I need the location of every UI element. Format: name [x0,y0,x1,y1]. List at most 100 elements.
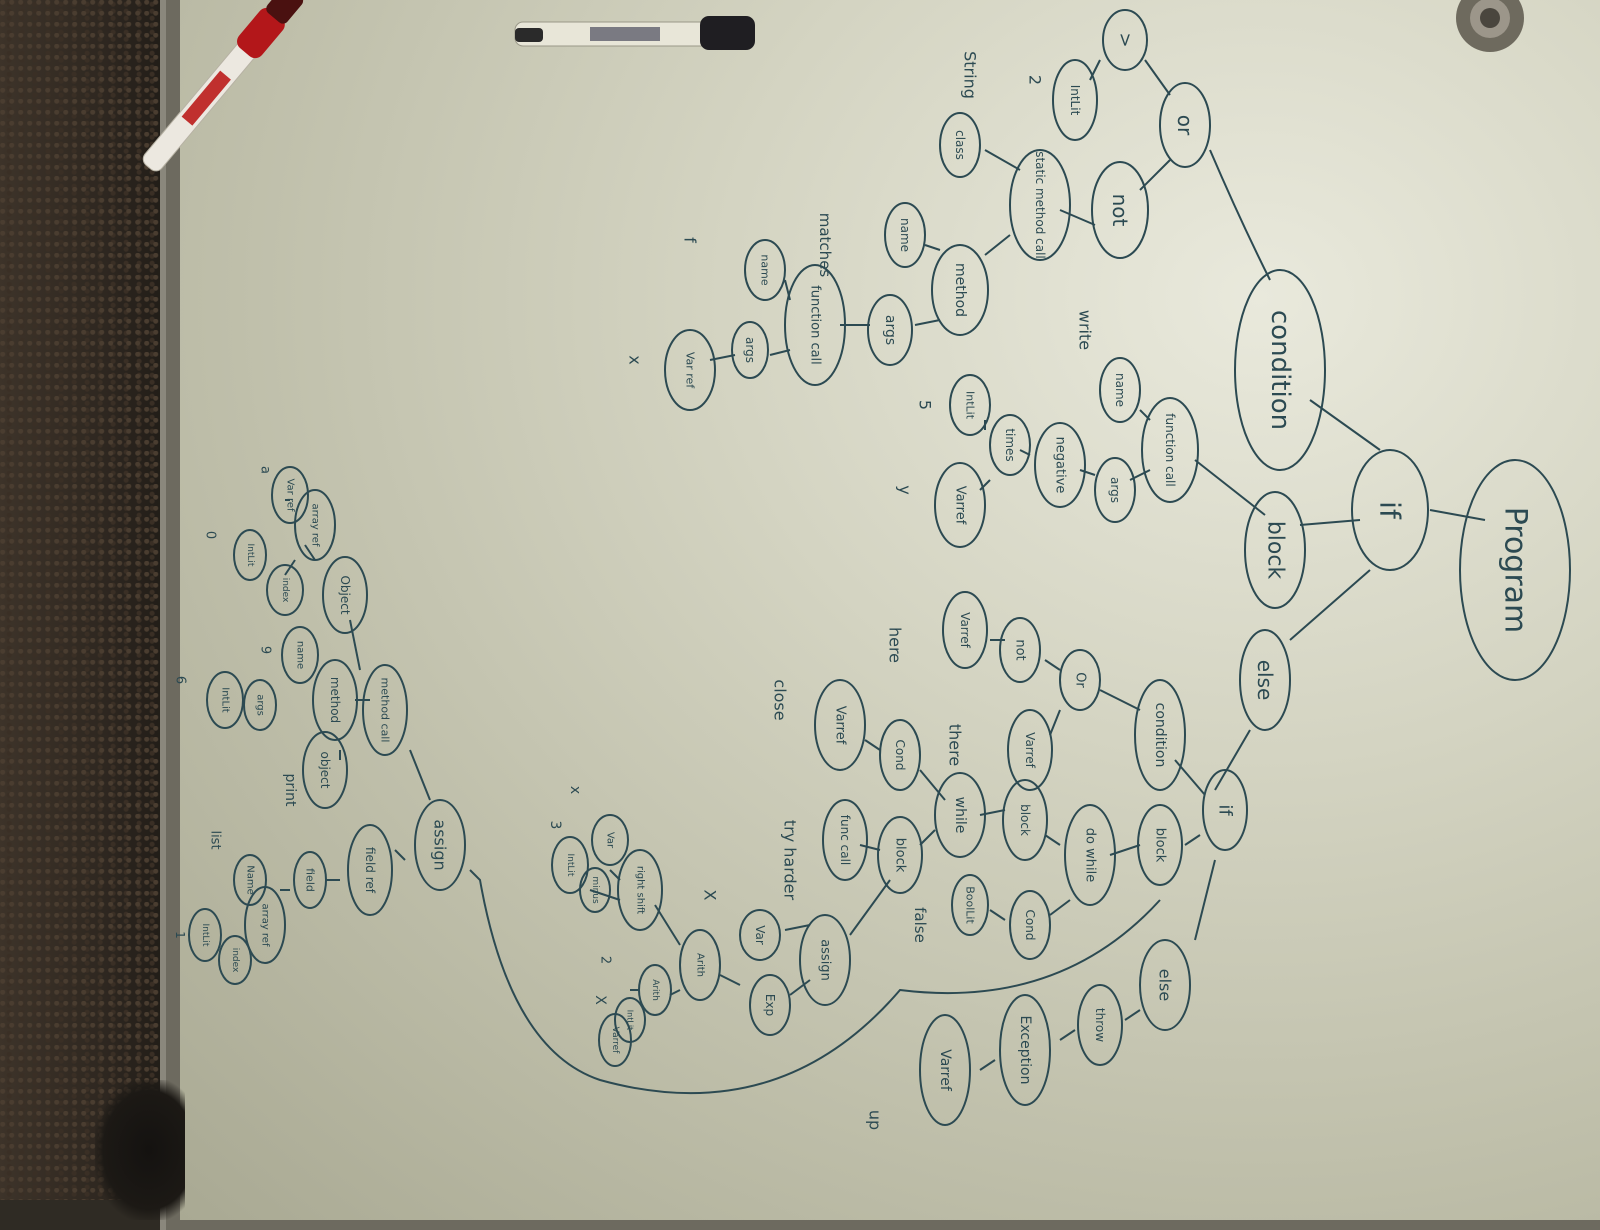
node-label: method [328,677,342,723]
node-outline [266,564,304,616]
node-label: if [1374,501,1407,520]
node-outline [293,851,327,909]
node-label: not [1108,194,1132,227]
node-outline [784,264,846,386]
node-label: args [1108,477,1122,503]
node-label: Var ref [684,352,697,389]
node-label: Cond [893,740,907,771]
tree-node-negative: negative [1034,422,1086,508]
carpet-background [0,0,175,1200]
node-label: args [255,694,266,716]
tree-node-varref-a: Var ref [664,329,716,411]
node-label: args [882,315,898,345]
node-outline [218,935,252,985]
tree-node-while: while [934,772,986,858]
node-outline [638,964,672,1016]
node-label: Cond [1023,910,1037,941]
node-outline [1052,59,1098,141]
node-outline [233,529,267,581]
node-label: class [953,130,967,160]
tree-node-assign-a: assign [799,914,851,1006]
tree-node-var-b: Var [591,814,629,866]
tree-node-name-d: name [281,626,319,684]
tree-node-method-a: method [931,244,989,336]
node-outline [1059,649,1101,711]
node-outline [1459,459,1571,681]
node-outline [1134,679,1186,791]
node-outline [322,556,368,634]
node-label: times [1003,428,1017,461]
node-label: Program [1498,507,1533,634]
node-label: function call [1163,413,1177,486]
tree-node-varref-h: Var ref [271,466,309,524]
tree-node-boollit: BoolLit [951,874,989,936]
node-outline [679,929,721,1001]
node-outline [302,731,348,809]
annotation-x-d: X [592,995,608,1005]
annotation-n6: 6 [173,676,188,684]
tree-node-not-b: not [999,617,1041,683]
node-label: field [304,868,317,892]
node-outline [1077,984,1123,1066]
node-outline [1141,397,1199,503]
node-outline [1159,82,1211,168]
node-label: while [952,797,968,834]
node-label: assign [431,819,450,870]
node-outline [739,909,781,961]
tree-annotations: 2Stringmatchesfxwrite5yherethereclosetry… [173,51,1095,1130]
node-label: name [295,641,306,669]
node-label: IntLit [964,391,977,420]
tree-node-program: Program [1459,459,1571,681]
tree-node-method-b: method [312,659,358,741]
node-label: function call [808,285,823,365]
node-outline [294,489,336,561]
tree-node-args-c: args [1094,457,1136,523]
node-label: block [1263,521,1288,580]
tree-node-block-b: block [1137,804,1183,886]
tree-node-else-top: else [1239,629,1291,731]
node-label: name [759,254,772,285]
tree-node-field: field [293,851,327,909]
node-label: right shift [635,866,646,914]
node-outline [1102,9,1148,71]
node-outline [814,679,866,771]
node-label: array ref [260,904,271,947]
node-outline [1244,491,1306,609]
node-outline [271,466,309,524]
node-label: Var [605,832,616,849]
annotation-n2b: 2 [598,956,613,964]
tree-node-name-b: name [744,239,786,301]
annotation-here: here [886,627,905,663]
node-outline [731,321,769,379]
tree-node-exp: Exp [749,974,791,1036]
node-label: IntLit [1068,85,1082,116]
annotation-n2: 2 [1026,75,1045,85]
tree-node-else-b: else [1139,939,1191,1031]
tree-node-do-while: do while [1064,804,1116,906]
node-outline [233,854,267,906]
tree-node-intlit-g: IntLit [188,908,222,962]
node-outline [934,462,986,548]
tree-node-object-b: Object [322,556,368,634]
node-label: method [952,263,968,317]
tree-node-intlit-f: IntLit [233,529,267,581]
tree-node-array-ref-a: array ref [294,489,336,561]
node-outline [664,329,716,411]
node-label: Exp [763,994,777,1016]
node-outline [884,202,926,268]
tree-node-intlit-b: IntLit [949,374,991,436]
node-label: name [898,218,912,252]
tree-node-throw: throw [1077,984,1123,1066]
node-label: Arith [695,953,706,977]
tree-node-method-call: method call [362,664,408,756]
node-outline [939,112,981,178]
node-label: else [1156,969,1175,1001]
annotation-false: false [911,907,929,943]
node-label: Arith [650,979,660,1001]
node-label: args [743,337,757,363]
node-outline [347,824,393,916]
node-outline [188,908,222,962]
node-outline [1091,161,1149,259]
node-outline [942,591,988,669]
node-label: do while [1083,828,1098,882]
